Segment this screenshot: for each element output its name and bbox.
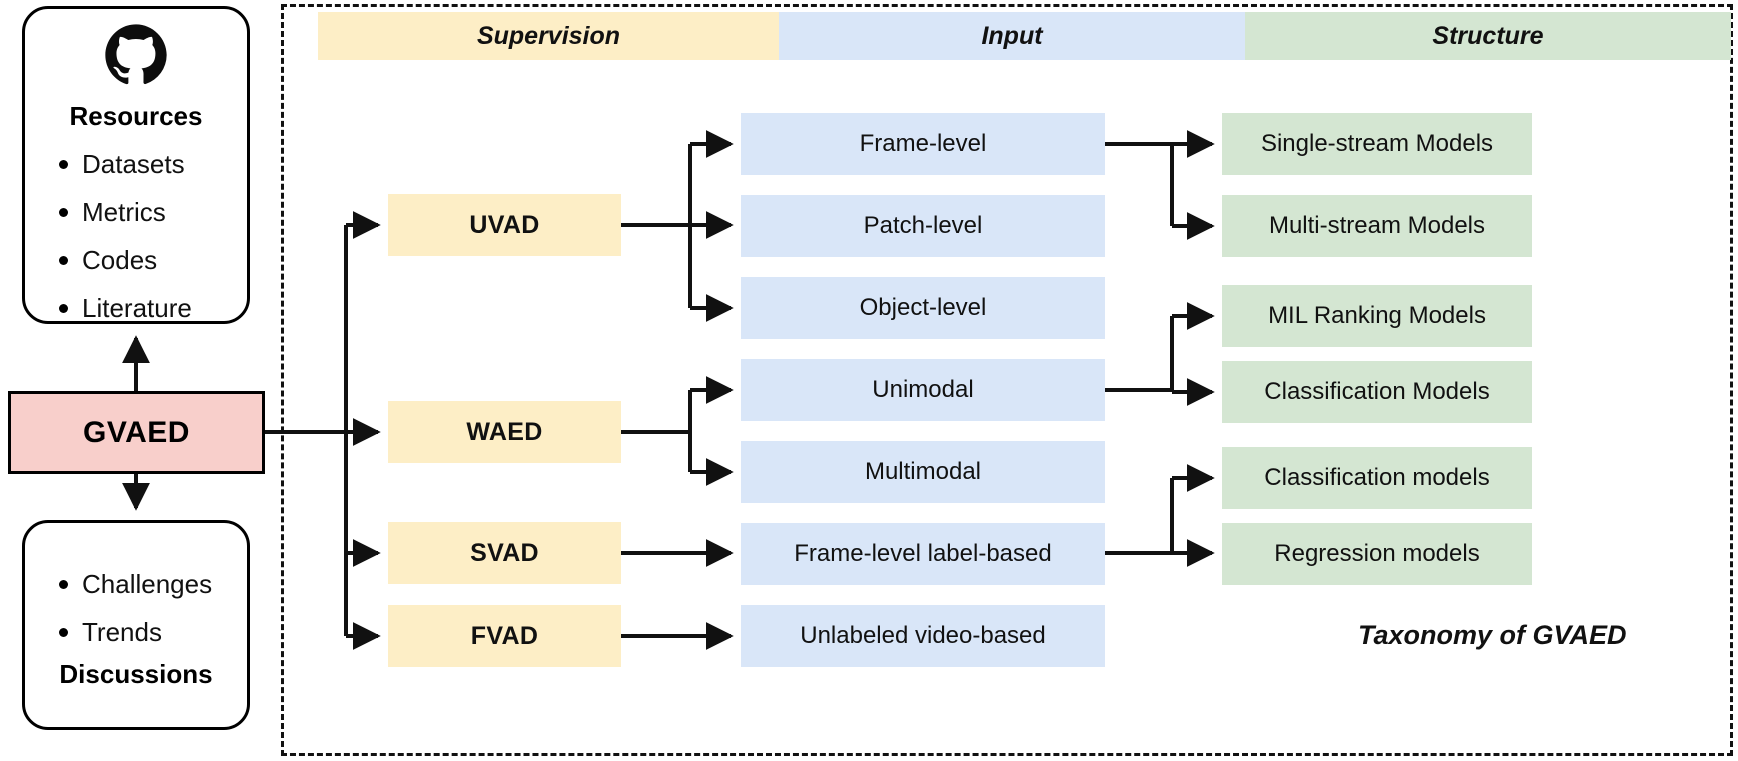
- discussions-title: Discussions: [59, 659, 213, 689]
- input-node-unimodal[interactable]: Unimodal: [741, 359, 1105, 421]
- taxonomy-footer-label: Taxonomy of GVAED: [1358, 620, 1627, 650]
- input-node-multimodal[interactable]: Multimodal: [741, 441, 1105, 503]
- input-node-object-level[interactable]: Object-level: [741, 277, 1105, 339]
- band-supervision: Supervision: [318, 12, 779, 60]
- band-input: Input: [779, 12, 1245, 60]
- node-label: Unimodal: [872, 376, 974, 403]
- github-icon: [104, 23, 168, 87]
- resources-title: Resources: [69, 101, 203, 131]
- discussions-card: Challenges Trends Discussions: [22, 520, 250, 730]
- node-label: MIL Ranking Models: [1268, 302, 1486, 329]
- band-structure: Structure: [1245, 12, 1731, 60]
- gvaed-node[interactable]: GVAED: [8, 391, 265, 474]
- input-node-patch-level[interactable]: Patch-level: [741, 195, 1105, 257]
- node-label: WAED: [466, 417, 543, 446]
- structure-node-mil-ranking-models[interactable]: MIL Ranking Models: [1222, 285, 1532, 347]
- resources-card: Resources Datasets Metrics Codes Literat…: [22, 6, 250, 324]
- resources-item-datasets: Datasets: [59, 149, 185, 180]
- structure-node-multi-stream-models[interactable]: Multi-stream Models: [1222, 195, 1532, 257]
- resources-item-codes: Codes: [59, 245, 157, 276]
- band-label: Structure: [1432, 21, 1544, 50]
- node-label: Patch-level: [863, 212, 983, 239]
- bullet-icon: [59, 160, 68, 169]
- discussions-item-trends: Trends: [59, 617, 162, 648]
- node-label: SVAD: [470, 538, 539, 567]
- taxonomy-panel: [281, 4, 1733, 756]
- input-node-frame-level[interactable]: Frame-level: [741, 113, 1105, 175]
- bullet-icon: [59, 628, 68, 637]
- node-label: Frame-level label-based: [794, 540, 1052, 567]
- supervision-node-uvad[interactable]: UVAD: [388, 194, 621, 256]
- node-label: Object-level: [859, 294, 987, 321]
- gvaed-node-label: GVAED: [83, 415, 190, 449]
- node-label: Unlabeled video-based: [800, 622, 1046, 649]
- node-label: UVAD: [469, 210, 540, 239]
- structure-node-classification-models[interactable]: Classification Models: [1222, 361, 1532, 423]
- node-label: Classification models: [1264, 464, 1490, 491]
- resources-item-label: Literature: [82, 293, 192, 323]
- supervision-node-waed[interactable]: WAED: [388, 401, 621, 463]
- node-label: Regression models: [1274, 540, 1480, 567]
- supervision-node-fvad[interactable]: FVAD: [388, 605, 621, 667]
- resources-item-label: Datasets: [82, 149, 185, 179]
- supervision-node-svad[interactable]: SVAD: [388, 522, 621, 584]
- node-label: Classification Models: [1264, 378, 1490, 405]
- discussions-item-challenges: Challenges: [59, 569, 212, 600]
- resources-item-label: Codes: [82, 245, 158, 275]
- discussions-item-label: Trends: [82, 617, 162, 647]
- bullet-icon: [59, 208, 68, 217]
- bullet-icon: [59, 580, 68, 589]
- resources-item-metrics: Metrics: [59, 197, 166, 228]
- discussions-item-label: Challenges: [82, 569, 213, 599]
- bullet-icon: [59, 256, 68, 265]
- structure-node-regression-models[interactable]: Regression models: [1222, 523, 1532, 585]
- resources-item-literature: Literature: [59, 293, 192, 324]
- band-label: Input: [981, 21, 1043, 50]
- node-label: Multi-stream Models: [1268, 212, 1486, 239]
- resources-item-label: Metrics: [82, 197, 166, 227]
- node-label: Multimodal: [864, 458, 982, 485]
- structure-node-single-stream-models[interactable]: Single-stream Models: [1222, 113, 1532, 175]
- band-label: Supervision: [476, 21, 621, 50]
- node-label: FVAD: [470, 621, 539, 650]
- input-node-frame-level-label-based[interactable]: Frame-level label-based: [741, 523, 1105, 585]
- structure-node-classification-models-svad[interactable]: Classification models: [1222, 447, 1532, 509]
- input-node-unlabeled-video-based[interactable]: Unlabeled video-based: [741, 605, 1105, 667]
- node-label: Single-stream Models: [1260, 130, 1494, 157]
- node-label: Frame-level: [859, 130, 987, 157]
- bullet-icon: [59, 304, 68, 313]
